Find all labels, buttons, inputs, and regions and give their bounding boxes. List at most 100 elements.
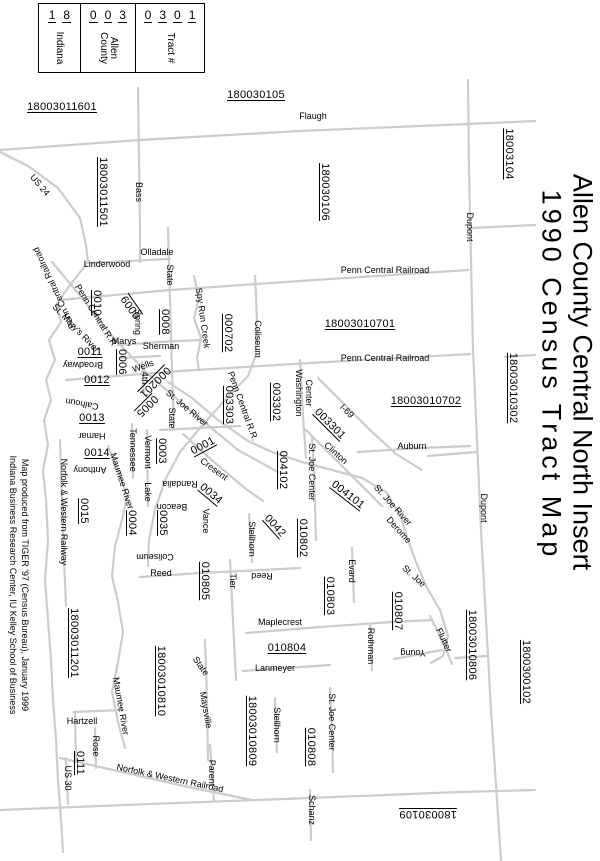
legend-digit: 1 [187,8,197,23]
tract-label: 004102 [277,450,289,490]
road-label: Olladale [140,247,174,257]
tract-label: 18003011601 [27,101,97,113]
tract-label: 0042 [261,512,289,540]
road-line [58,756,254,802]
road-label: Beacon [156,502,188,512]
road-label: Sherman [142,341,180,351]
road-label: Maplecrest [257,617,303,627]
road-line [466,78,503,861]
tract-label: 0003 [156,438,168,464]
map-title-line1: Allen County Central North Insert [567,173,598,571]
road-label: Flutter [434,626,454,654]
road-line [116,338,202,347]
tract-label: 18003010302 [507,352,519,424]
road-label: Evard [347,559,357,583]
road-line [145,428,150,508]
road-label: Cresent [198,455,230,483]
tract-label: 000702 [222,313,234,353]
road-label: Vermont [143,435,153,469]
road-label: Coliseum [253,320,263,358]
road-label: Clinton [322,439,350,467]
road-line [368,622,374,672]
road-label: 4th [140,371,150,385]
tract-label: 18003010701 [324,318,396,330]
legend-digit: 0 [143,8,153,23]
road-label: Tennessee [128,428,138,472]
tract-label: 010804 [267,642,307,654]
tract-label: 0004 [126,510,138,536]
road-line [453,654,488,660]
tract-label: 0005 [133,392,161,420]
road-label: Spy Run Creek [193,287,213,349]
road-line [158,424,242,432]
tract-label: 010803 [324,576,336,616]
road-label: Reed [251,571,273,581]
road-label: Stellhorn [272,707,282,743]
tract-label: 18003104 [503,128,515,180]
road-label: Auburn [397,441,427,451]
tract-label: 0013 [79,412,105,424]
road-label: Stellhorn [247,521,257,557]
road-label: Penn Central Railroad [340,353,430,363]
road-line [241,663,332,673]
road-label: St. Joe [400,562,428,590]
road-label: Hamar [78,431,106,441]
road-label: Young [400,648,426,658]
legend-label: Indiana [54,31,66,65]
tract-label: 0014 [84,447,110,459]
road-line [84,257,172,265]
road-line [64,756,70,806]
tract-label: 18003010702 [390,395,462,407]
road-label: Rose [91,735,101,757]
tract-label: 003302 [270,382,282,422]
road-line [356,444,472,454]
road-label: St. Joe Center [327,693,337,751]
road-label: Calhoun [64,396,100,412]
road-line [244,618,434,635]
road-label: State [190,654,212,678]
tract-label: 18003011501 [97,157,109,227]
tract-label: 004101 [329,478,367,512]
road-line [247,512,254,564]
road-line [304,428,384,508]
tract-label: 18003010809 [246,695,258,767]
tract-label: 0006 [116,349,128,375]
road-line [273,696,279,754]
road-label: Bass [134,181,144,203]
road-label: Penn Central Railroad [340,265,430,275]
tract-label: 180030106 [319,163,331,221]
tract-label: 0015 [78,498,90,524]
road-label: US 24 [28,172,52,198]
road-label: Maysville [197,690,215,730]
legend-digit: 1 [47,8,57,23]
road-label: Flaugh [299,111,327,121]
tract-label: 1800300102 [520,639,532,705]
road-line [503,353,537,359]
road-label: Randalia [162,479,198,489]
road-line [166,226,176,430]
legend-digit: 0 [88,8,98,23]
road-line [350,546,356,604]
road-label: Rothman [366,627,376,665]
road-line [310,434,318,542]
legend-digit: 0 [173,8,182,23]
road-line [208,743,216,802]
tract-label: 010805 [199,561,211,601]
road-label: Schanz [307,794,317,826]
road-line [64,352,472,382]
road-line [0,119,537,152]
legend-digit: 8 [62,8,72,23]
road-line [308,788,313,842]
road-label: State [165,264,175,286]
legend-digit: 0 [103,8,113,23]
road-line [41,260,90,854]
road-line [298,358,308,460]
